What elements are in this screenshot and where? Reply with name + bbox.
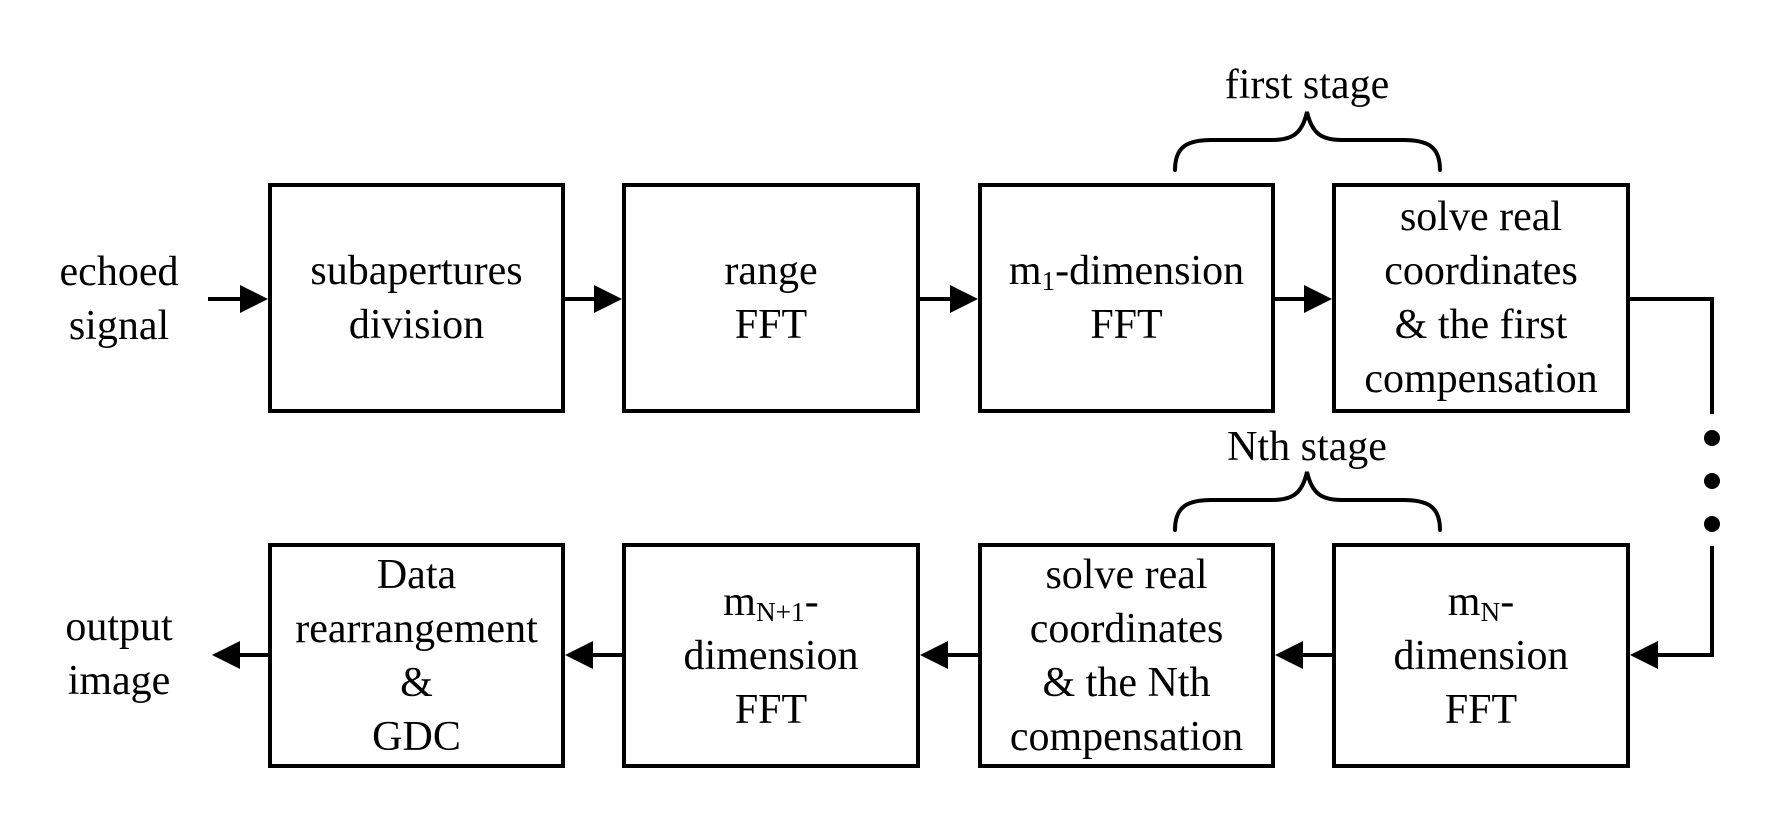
arrow-data-rearrangement-to-output bbox=[212, 641, 268, 669]
box-text-line: GDC bbox=[372, 713, 461, 760]
box-text-line: & bbox=[400, 659, 433, 706]
box-solve-real-coordinates-first-compensation: solve real coordinates & the first compensa… bbox=[1332, 183, 1630, 413]
box-text-line: coordinates bbox=[1029, 605, 1224, 652]
box-text-line: subapertures bbox=[310, 248, 523, 294]
box-text-line: dimension bbox=[683, 632, 859, 679]
box-text-line: division bbox=[348, 302, 485, 348]
box-text-line: FFT bbox=[1444, 686, 1518, 733]
stage-loop-connector bbox=[1630, 297, 1720, 669]
arrow-subapertures-to-range-fft bbox=[565, 285, 622, 313]
box-text-line: & the first bbox=[1394, 302, 1568, 348]
box-text-line: compensation bbox=[1364, 356, 1598, 402]
box-text-line: dimension bbox=[1393, 632, 1569, 679]
arrow-m1-fft-to-first-compensation bbox=[1275, 285, 1332, 313]
output-image-label: output image bbox=[19, 600, 219, 708]
output-label-line2: image bbox=[67, 658, 171, 704]
box-text-line: compensation bbox=[1009, 713, 1244, 760]
box-text-line: FFT bbox=[734, 302, 808, 348]
input-label-line2: signal bbox=[68, 303, 170, 349]
nth-stage-label: Nth stage bbox=[1227, 424, 1387, 470]
box-text-line: Data bbox=[376, 551, 457, 598]
box-text-line: rearrangement bbox=[295, 605, 538, 652]
output-label-line1: output bbox=[65, 604, 173, 650]
box-solve-real-coordinates-nth-compensation: solve real coordinates & the Nth compensati… bbox=[978, 543, 1275, 768]
ellipsis-dot bbox=[1704, 516, 1720, 532]
ellipsis-dot bbox=[1704, 430, 1720, 446]
arrow-range-fft-to-m1-fft bbox=[920, 285, 978, 313]
box-subapertures-division: subapertures division bbox=[268, 183, 565, 413]
arrow-echoed-to-subapertures bbox=[208, 285, 268, 313]
box-text-line: m1-dimension bbox=[1008, 248, 1245, 296]
box-text-line: & the Nth bbox=[1042, 659, 1211, 706]
box-text-line: coordinates bbox=[1384, 248, 1578, 294]
box-text-line: FFT bbox=[1090, 302, 1163, 348]
input-label-line1: echoed bbox=[59, 249, 179, 295]
box-text-line: mN+1- bbox=[723, 578, 819, 627]
arrow-mn-fft-to-nth-compensation bbox=[1275, 641, 1332, 669]
arrow-nth-compensation-to-mn1-fft bbox=[920, 641, 978, 669]
box-text-line: solve real bbox=[1045, 551, 1208, 598]
arrow-mn1-fft-to-data-rearrangement bbox=[565, 641, 622, 669]
input-signal-label: echoed signal bbox=[19, 245, 219, 353]
ellipsis-dot bbox=[1704, 473, 1720, 489]
first-stage-label: first stage bbox=[1224, 62, 1390, 108]
box-data-rearrangement-gdc: Data rearrangement & GDC bbox=[268, 543, 565, 768]
box-text-line: mN- bbox=[1447, 578, 1515, 627]
box-text-line: range bbox=[724, 248, 818, 294]
box-text-line: solve real bbox=[1399, 194, 1563, 240]
nth-stage-brace bbox=[1173, 471, 1442, 532]
first-stage-brace bbox=[1173, 111, 1442, 172]
box-text-line: FFT bbox=[734, 686, 808, 733]
